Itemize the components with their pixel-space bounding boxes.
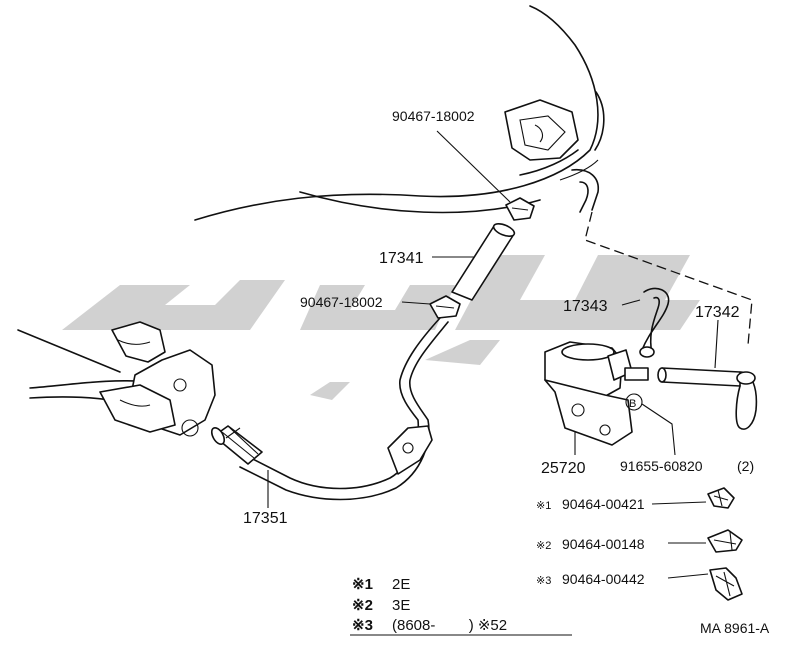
hose-17343 (621, 287, 670, 358)
label-bolt-91655: 91655-60820 (620, 458, 703, 474)
bolt-marker (625, 393, 676, 456)
label-clamp-lower: 90467-18002 (300, 294, 383, 310)
clip-2 (668, 529, 743, 553)
engine-fragment (17, 321, 216, 437)
label-clip2-part: 90464-00148 (562, 536, 645, 552)
label-bolt-qty: (2) (737, 458, 754, 474)
label-clip3-mark: ※3 (536, 575, 551, 587)
label-bolt-mark: B (629, 398, 636, 410)
legend-mark-2: ※2 (352, 597, 373, 614)
clip-3 (667, 567, 743, 601)
label-clip3-part: 90464-00442 (562, 571, 645, 587)
label-vsv-25720: 25720 (541, 460, 586, 477)
pipe-17351 (210, 317, 449, 508)
label-pipe-17351: 17351 (243, 510, 288, 527)
label-hose-17342: 17342 (695, 304, 740, 321)
hose-17341 (432, 222, 516, 301)
legend-mark-1: ※1 (352, 576, 373, 593)
label-hose-17343: 17343 (563, 298, 608, 315)
vsv-25720 (544, 341, 649, 455)
legend: ※1 2E ※2 3E ※3 (8608- ) ※52 (350, 576, 572, 636)
dashed-connection (584, 211, 753, 346)
upper-clamp (436, 130, 535, 221)
label-clip1-part: 90464-00421 (562, 496, 645, 512)
hose-17342 (657, 319, 758, 430)
lower-clamp (401, 295, 461, 319)
air-cleaner-body (194, 5, 605, 221)
legend-mark-3: ※3 (352, 617, 373, 634)
label-clamp-upper: 90467-18002 (392, 108, 475, 124)
legend-text-2: 3E (392, 597, 410, 614)
label-clip2-mark: ※2 (536, 540, 551, 552)
watermark-logo (62, 255, 700, 400)
label-clip1-mark: ※1 (536, 500, 551, 512)
clip-1 (651, 487, 735, 509)
label-hose-17341: 17341 (379, 250, 424, 267)
legend-text-3: (8608- ) ※52 (392, 617, 507, 634)
legend-text-1: 2E (392, 576, 410, 593)
figure-code: MA 8961-A (700, 620, 770, 636)
